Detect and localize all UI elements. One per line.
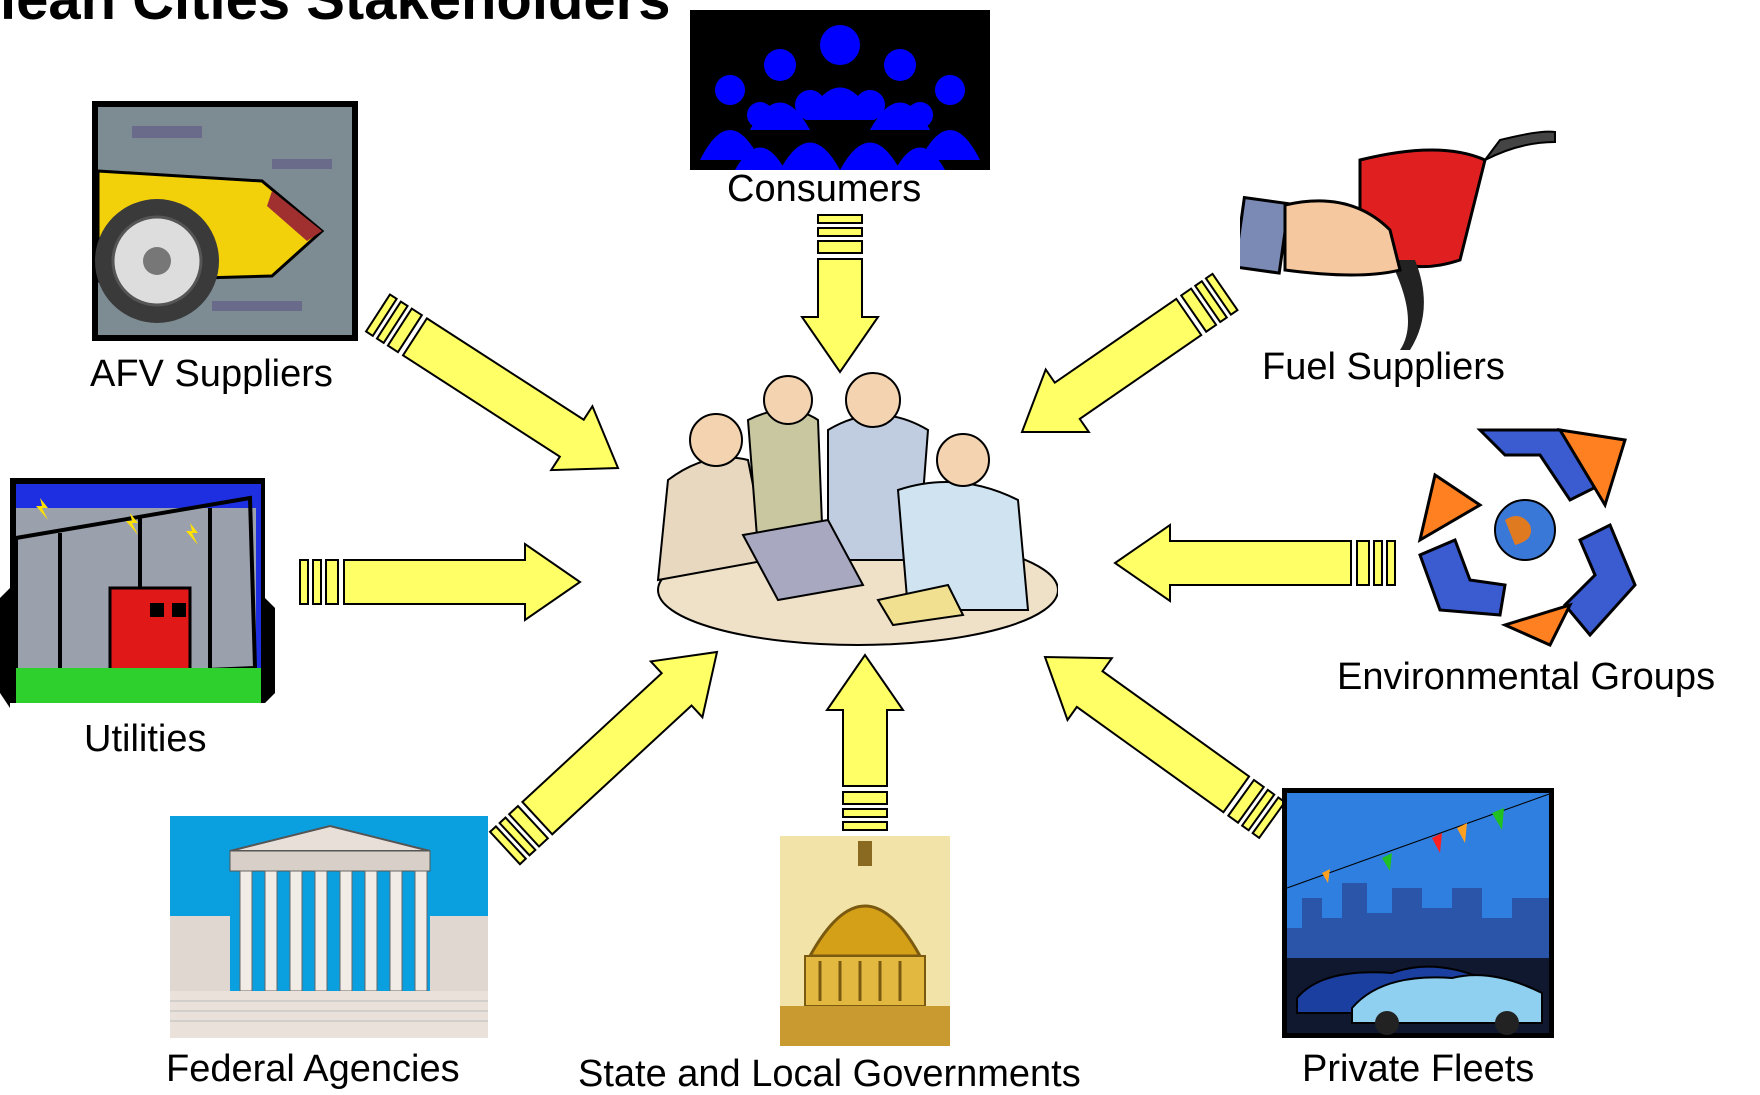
page-title: lean Cities Stakeholders [0,0,670,33]
label-federal-agencies: Federal Agencies [166,1048,460,1090]
label-state-local-governments: State and Local Governments [578,1053,1081,1095]
arrow-environmental [1113,523,1396,603]
arrow-private-fleets [1043,655,1287,840]
meeting-group-image [656,372,1058,646]
arrow-state-local [825,653,905,831]
supreme-court-image [170,816,488,1038]
label-consumers: Consumers [727,168,922,210]
afv-car-image [92,101,358,341]
label-utilities: Utilities [84,718,207,760]
label-afv-suppliers: AFV Suppliers [90,353,333,395]
arrow-federal [488,650,719,866]
label-environmental-groups: Environmental Groups [1337,656,1716,698]
private-fleets-image [1282,788,1554,1038]
arrow-utilities [299,542,582,622]
arrow-consumers [800,214,880,374]
capitol-dome-image [780,836,950,1046]
recycle-earth-image [1417,428,1637,647]
label-fuel-suppliers: Fuel Suppliers [1262,346,1505,388]
fuel-nozzle-image [1240,130,1556,350]
label-private-fleets: Private Fleets [1302,1048,1535,1090]
consumers-image [690,10,990,170]
arrow-afv-suppliers [364,293,620,472]
utilities-image [0,478,275,708]
arrow-fuel-suppliers [1020,272,1239,434]
